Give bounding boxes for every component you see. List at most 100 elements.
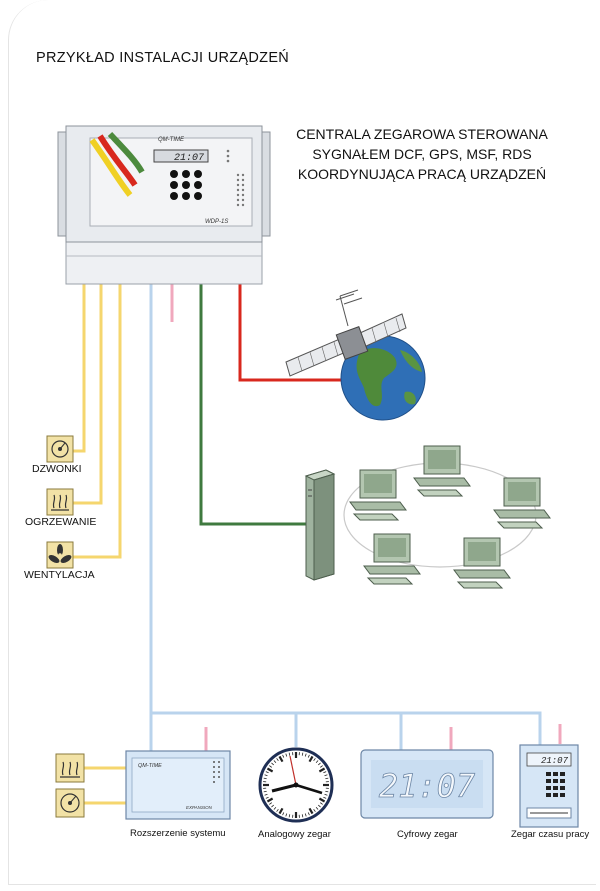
clock-tick: [304, 753, 307, 757]
expansion-unit: QM-TIME EXPANSION: [125, 750, 231, 820]
clock-tick: [320, 802, 323, 805]
clock-tick: [313, 758, 316, 761]
central-description-line: KOORDYNUJĄCA PRACĄ URZĄDZEŃ: [297, 166, 547, 182]
clock-second-hand: [289, 755, 297, 786]
digital-clock: 21:07: [360, 749, 494, 819]
time-clock-display: 21:07: [541, 756, 569, 766]
bells-label: DZWONKI: [32, 463, 82, 475]
yellow-line-heating: [66, 283, 103, 505]
central-description-line: CENTRALA ZEGAROWA STEROWANA: [296, 126, 548, 142]
clock-tick: [276, 809, 279, 812]
clock-tick: [263, 790, 267, 793]
bell-icon: [46, 435, 74, 463]
clock-tick: [269, 802, 272, 805]
bell-icon: [55, 788, 85, 818]
clock-tick: [271, 804, 274, 808]
clock-tick: [269, 765, 272, 768]
central-leds: [226, 149, 245, 207]
workstation-icon: [363, 533, 421, 585]
expansion-side-icons: [55, 753, 85, 818]
central-cable-green: [107, 131, 145, 174]
clock-tick: [325, 777, 329, 780]
clock-tick: [264, 793, 268, 796]
heating-icon: [46, 488, 74, 516]
heating-label: OGRZEWANIE: [25, 516, 97, 528]
clock-tick: [276, 758, 279, 761]
clock-tick: [307, 812, 310, 816]
clock-tick: [323, 771, 327, 774]
time-clock: 21:07: [519, 744, 579, 828]
central-keypad: [170, 170, 202, 200]
clock-tick: [318, 804, 321, 808]
satellite-icon: [285, 289, 407, 377]
computer-network: [304, 445, 551, 589]
clock-tick: [313, 809, 316, 812]
clock-tick: [308, 807, 314, 815]
yellow-line-ventilation: [66, 283, 122, 559]
analog-clock-caption: Analogowy zegar: [258, 829, 331, 840]
central-model: WDP-1S: [205, 219, 228, 225]
expansion-module-label: EXPANSION: [186, 805, 213, 810]
clock-minute-hand: [295, 783, 323, 795]
clock-hour-hand: [271, 783, 297, 793]
fan-icon: [46, 541, 74, 569]
clock-tick: [318, 762, 321, 766]
connection-lines: [66, 283, 562, 805]
clock-tick: [266, 797, 274, 803]
clock-tick: [265, 796, 269, 799]
clock-tick: [282, 754, 285, 758]
clock-tick: [324, 793, 328, 796]
page-title: PRZYKŁAD INSTALACJI URZĄDZEŃ: [36, 50, 290, 66]
ventilation-label: WENTYLACJA: [24, 569, 95, 581]
central-display: [153, 149, 209, 163]
clock-tick: [273, 760, 277, 763]
time-clock-caption: Zegar czasu pracy: [511, 829, 590, 840]
clock-tick: [282, 812, 285, 816]
clock-tick: [285, 813, 288, 817]
central-brand: QM-TIME: [158, 137, 185, 143]
digital-clock-caption: Cyfrowy zegar: [397, 829, 458, 840]
clock-tick: [315, 760, 319, 763]
page-edge: [8, 0, 596, 885]
expansion-brand: QM-TIME: [138, 763, 162, 769]
yellow-line-bells: [66, 283, 86, 453]
clock-tick: [315, 807, 319, 810]
green-line-network: [199, 283, 306, 526]
clock-tick: [271, 762, 274, 766]
clock-tick: [278, 807, 284, 815]
blue-bus-main: [149, 283, 542, 747]
clock-tick: [263, 777, 267, 780]
clock-tick: [320, 765, 323, 768]
clock-tick: [318, 797, 326, 803]
analog-clock: [258, 747, 334, 823]
clock-tick: [307, 754, 310, 758]
clock-tick: [285, 753, 288, 757]
clock-tick: [264, 774, 268, 777]
clock-tick: [288, 752, 291, 756]
clock-tick: [301, 752, 304, 756]
heating-icon: [55, 753, 85, 783]
server-icon: [304, 469, 336, 581]
clock-tick: [325, 790, 329, 793]
central-cable-yellow: [89, 138, 133, 197]
expansion-caption: Rozszerzenie systemu: [130, 828, 226, 839]
red-line-satellite: [238, 283, 344, 382]
clock-tick: [265, 771, 269, 774]
central-display-value: 21:07: [174, 153, 204, 164]
clock-tick: [323, 796, 327, 799]
clock-tick: [301, 814, 304, 818]
clock-tick: [324, 774, 328, 777]
clock-tick: [273, 807, 277, 810]
central-bracket: [65, 241, 263, 285]
workstation-icon: [413, 445, 471, 497]
clock-tick: [266, 767, 274, 773]
clock-tick: [278, 755, 284, 763]
satellite-globe: [285, 289, 426, 421]
workstation-icon: [493, 477, 551, 529]
time-clock-keypad: [546, 772, 565, 797]
central-description: CENTRALA ZEGAROWA STEROWANA SYGNAŁEM DCF…: [262, 124, 582, 184]
central-description-line: SYGNAŁEM DCF, GPS, MSF, RDS: [312, 146, 532, 162]
clock-tick: [308, 755, 314, 763]
